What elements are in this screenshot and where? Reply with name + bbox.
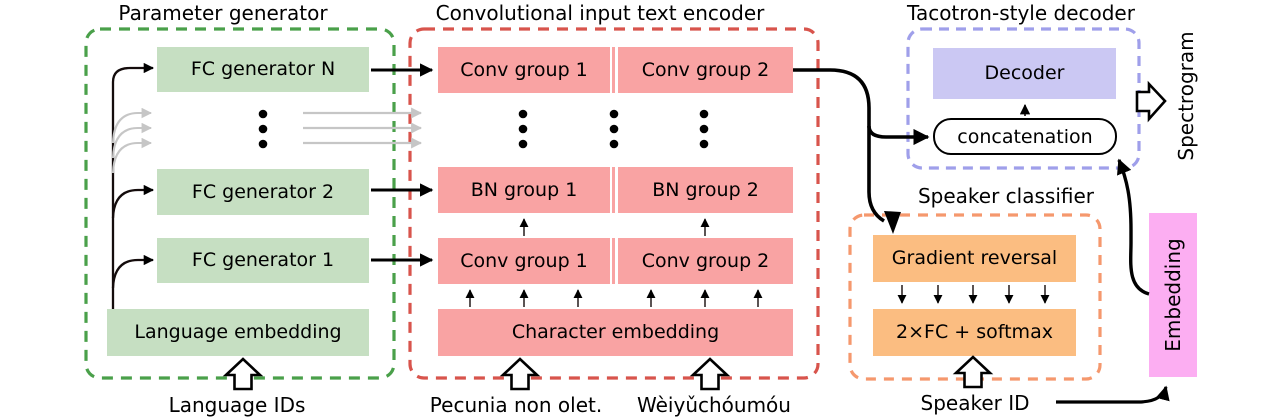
decoder-box: Decoder	[933, 48, 1116, 99]
row-divider	[612, 47, 615, 93]
fc-generator-2-box: FC generator 2	[157, 169, 369, 215]
language-embedding-box: Language embedding	[107, 309, 369, 356]
conv-top-row: Conv group 1 Conv group 2	[438, 47, 793, 93]
encoder-title: Convolutional input text encoder	[435, 1, 765, 25]
pinyin-input-label: Wèiyǔchóumóu	[637, 393, 791, 417]
conv-group-2-top-box: Conv group 2	[618, 47, 793, 93]
spectrogram-label: Spectrogram	[1174, 31, 1198, 161]
gradient-reversal-box: Gradient reversal	[873, 235, 1076, 282]
bn-group-1-box: BN group 1	[438, 167, 610, 213]
speaker-id-label: Speaker ID	[920, 391, 1030, 415]
conv-bottom-row: Conv group 1 Conv group 2	[438, 238, 793, 284]
fc-generator-n-box: FC generator N	[157, 47, 369, 92]
character-embedding-box: Character embedding	[438, 309, 793, 356]
language-ids-label: Language IDs	[168, 393, 306, 417]
concatenation-node: concatenation	[933, 118, 1117, 155]
bn-group-2-box: BN group 2	[618, 167, 793, 213]
bn-row: BN group 1 BN group 2	[438, 167, 793, 213]
speaker-embedding-label: Embedding	[1161, 238, 1185, 352]
speaker-classifier-title: Speaker classifier	[917, 184, 1095, 208]
latin-input-label: Pecunia non olet.	[429, 393, 603, 417]
row-divider	[612, 167, 615, 213]
conv-group-1-bottom-box: Conv group 1	[438, 238, 610, 284]
conv-group-1-top-box: Conv group 1	[438, 47, 610, 93]
decoder-title: Tacotron-style decoder	[907, 1, 1135, 25]
parameter-generator-title: Parameter generator	[118, 1, 328, 25]
fc-softmax-box: 2×FC + softmax	[873, 309, 1076, 356]
speaker-embedding-box	[1149, 213, 1197, 377]
row-divider	[612, 238, 615, 284]
fc-generator-1-box: FC generator 1	[157, 238, 369, 283]
conv-group-2-bottom-box: Conv group 2	[618, 238, 793, 284]
